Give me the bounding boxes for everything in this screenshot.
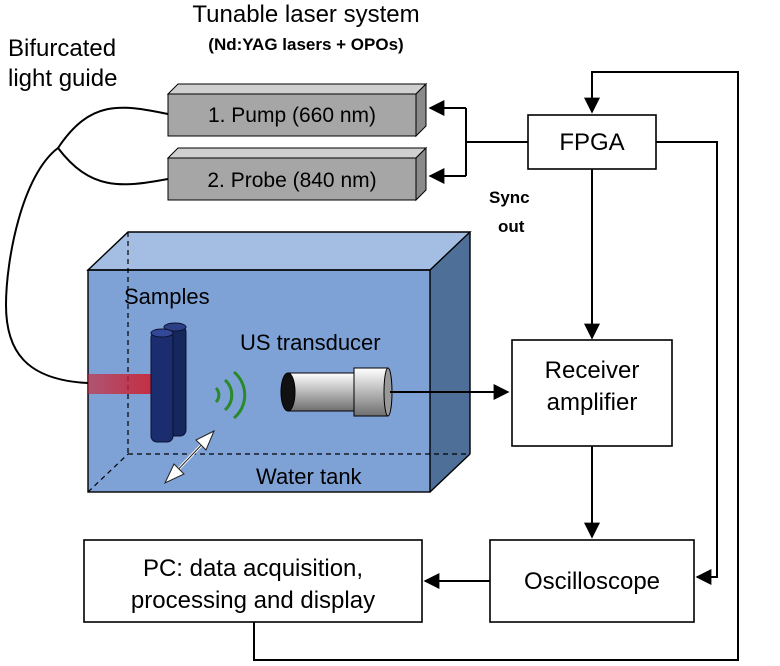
receiver-label-line1: Receiver — [545, 357, 640, 384]
light-guide-label-line2: light guide — [8, 65, 117, 92]
sync-out-label-line2: out — [498, 217, 525, 236]
pc-label-line2: processing and display — [131, 587, 375, 614]
translation-double-arrow — [163, 429, 215, 485]
pump-laser-label: 1. Pump (660 nm) — [208, 104, 376, 127]
fpga-label: FPGA — [559, 129, 624, 156]
oscilloscope-label: Oscilloscope — [524, 568, 660, 595]
probe-laser-label: 2. Probe (840 nm) — [207, 169, 376, 192]
fpga-block — [527, 114, 657, 170]
water-tank — [86, 231, 472, 493]
pc-label-line1: PC: data acquisition, — [143, 555, 363, 582]
pc-block — [83, 539, 423, 623]
receiver-amplifier-block — [511, 339, 673, 447]
probe-laser-bar — [166, 146, 428, 202]
us-transducer — [280, 367, 393, 417]
bifurcated-fiber — [4, 106, 169, 384]
signal-connections — [253, 71, 739, 661]
receiver-label-line2: amplifier — [547, 389, 638, 416]
sample-tubes — [150, 322, 187, 443]
pump-laser-bar — [166, 82, 428, 138]
light-guide-label-line1: Bifurcated — [8, 35, 116, 62]
samples-label: Samples — [124, 284, 210, 309]
laser-system-subtitle: (Nd:YAG lasers + OPOs) — [208, 35, 403, 54]
us-transducer-label: US transducer — [240, 330, 381, 355]
laser-system-title: Tunable laser system — [192, 1, 419, 28]
sync-out-label-line1: Sync — [489, 188, 530, 207]
acoustic-wave-icon — [214, 370, 247, 420]
water-tank-label: Water tank — [256, 464, 363, 489]
